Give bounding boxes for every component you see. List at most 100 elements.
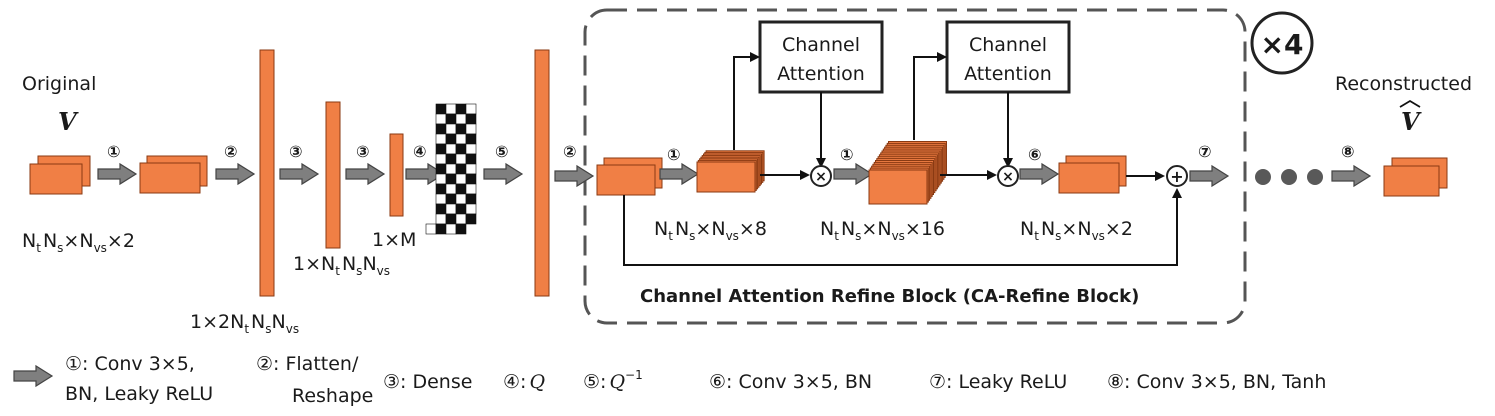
bit-cell — [455, 113, 467, 125]
step-marker-1a: ① — [107, 142, 121, 161]
legend-1-line1: ①: Conv 3×5, — [65, 353, 195, 375]
repeat-badge: ×4 — [1250, 11, 1314, 75]
arrow-ca-step1-b — [833, 163, 873, 185]
step-marker-3a: ③ — [289, 142, 303, 161]
bit-cell — [455, 223, 467, 235]
conv-block-6 — [1058, 155, 1127, 194]
hat-accent — [1399, 99, 1421, 108]
bit-cell — [435, 153, 447, 165]
svg-text:×: × — [815, 169, 827, 185]
legend-2-line1: ②: Flatten/ — [256, 353, 359, 375]
bit-cell — [465, 183, 477, 195]
bit-cell — [465, 113, 477, 125]
bit-cell — [435, 173, 447, 185]
bit-cell — [435, 163, 447, 175]
arrow-ca-step1-a — [659, 163, 699, 185]
bit-cell — [435, 213, 447, 225]
ca-input-block — [596, 157, 663, 196]
step-marker-1b: ① — [667, 145, 681, 164]
feature-stack-16 — [868, 141, 947, 205]
legend-5: ⑤:Q−1 — [583, 368, 643, 393]
channel-attention-box-1: Channel Attention — [758, 20, 884, 94]
legend-6: ⑥: Conv 3×5, BN — [709, 371, 872, 393]
bit-cell — [425, 223, 437, 235]
bit-cell — [455, 143, 467, 155]
dense-bar-1 — [325, 101, 341, 249]
bit-cell — [455, 203, 467, 215]
step-marker-4: ④ — [413, 142, 427, 161]
bit-cell — [455, 103, 467, 115]
bit-cell — [445, 213, 457, 225]
ca1-connectors — [733, 52, 826, 180]
feature-stack-8 — [696, 150, 765, 193]
arrow-step3-a — [279, 163, 319, 185]
step-marker-7: ⑦ — [1198, 142, 1212, 161]
bit-cell — [465, 163, 477, 175]
arrow-step8 — [1331, 165, 1371, 187]
bit-cell — [445, 113, 457, 125]
legend-8: ⑧: Conv 3×5, BN, Tanh — [1107, 371, 1326, 393]
step-marker-5: ⑤ — [495, 142, 509, 161]
channel-slice — [868, 169, 928, 205]
bit-cell — [465, 203, 477, 215]
bit-cell — [445, 103, 457, 115]
bit-cell — [435, 123, 447, 135]
dense-bar-m — [389, 133, 404, 217]
bit-cell — [455, 173, 467, 185]
svg-text:Channel: Channel — [782, 34, 860, 56]
bit-cell — [455, 133, 467, 145]
ca2-connectors — [913, 52, 1013, 180]
legend-3: ③: Dense — [383, 371, 472, 393]
reconstructed-label: Reconstructed — [1335, 73, 1472, 95]
svg-text:+: + — [1170, 167, 1183, 186]
bit-cell — [445, 203, 457, 215]
arrow-step6 — [1019, 163, 1059, 185]
svg-text:×: × — [1002, 169, 1014, 185]
quantized-bits — [425, 103, 477, 235]
repeat-label: ×4 — [1261, 28, 1304, 61]
bit-cell — [445, 163, 457, 175]
bit-cell — [435, 143, 447, 155]
svg-text:Attention: Attention — [964, 63, 1052, 85]
arrow-step5 — [483, 163, 523, 185]
multiply-op-2: × — [997, 165, 1019, 187]
bit-cell — [455, 213, 467, 225]
multiply-op-1: × — [810, 165, 832, 187]
bit-cell — [465, 153, 477, 165]
bit-cell — [455, 163, 467, 175]
step-marker-6: ⑥ — [1028, 145, 1042, 164]
ca-refine-block-border — [583, 8, 1247, 325]
block-title: Channel Attention Refine Block (CA-Refin… — [640, 286, 1139, 307]
bit-cell — [465, 133, 477, 145]
bit-cell — [465, 173, 477, 185]
step-marker-1c: ① — [840, 145, 854, 164]
bit-cell — [445, 133, 457, 145]
original-label: Original — [22, 73, 96, 95]
bit-cell — [435, 103, 447, 115]
arrow-step7 — [1189, 165, 1229, 187]
dequant-bar — [534, 49, 550, 297]
arrow-step3-b — [345, 163, 385, 185]
step-marker-8: ⑧ — [1341, 142, 1355, 161]
v-hat-symbol: V — [1401, 107, 1422, 136]
flatten-bar — [259, 49, 275, 297]
channel-slice — [696, 161, 756, 193]
residual-connectors — [623, 171, 1182, 266]
bit-cell — [455, 123, 467, 135]
input-block — [29, 155, 91, 195]
arrow-step2-a — [215, 163, 255, 185]
legend-7: ⑦: Leaky ReLU — [929, 371, 1067, 393]
arrow-step1-a — [97, 163, 137, 185]
svg-text:Attention: Attention — [777, 63, 865, 85]
bit-cell — [445, 153, 457, 165]
bit-cell — [435, 183, 447, 195]
conv-block-1 — [139, 155, 208, 194]
bit-cell — [435, 193, 447, 205]
bit-cell — [435, 133, 447, 145]
bit-cell — [445, 193, 457, 205]
legend-arrow-icon — [13, 365, 53, 387]
legend-1-line2: BN, Leaky ReLU — [65, 383, 213, 405]
